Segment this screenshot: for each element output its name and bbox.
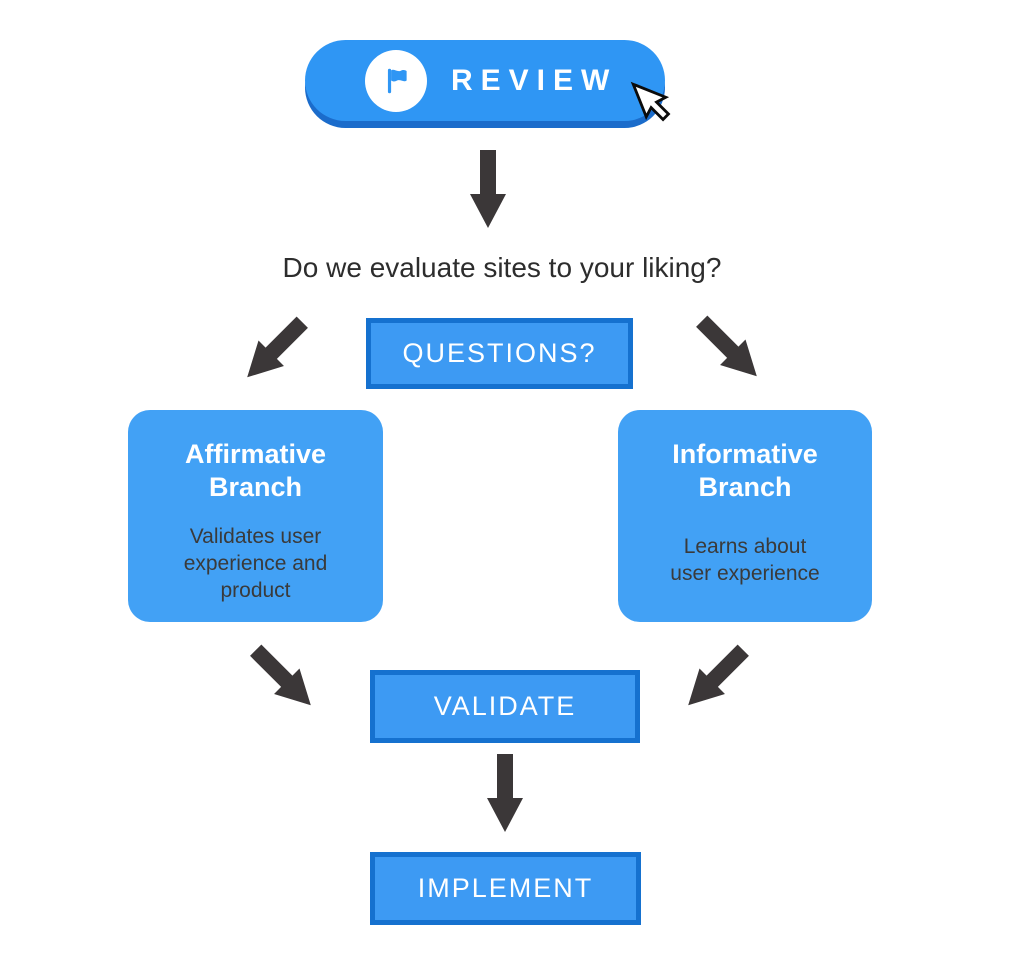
arrow-down-icon — [469, 150, 507, 233]
arrow-down-left-icon — [230, 309, 316, 395]
affirmative-branch-description: Validates user experience and product — [183, 524, 328, 602]
affirmative-branch-title: Affirmative Branch — [184, 439, 327, 502]
flag-icon — [365, 49, 427, 112]
review-button[interactable]: REVIEW — [305, 40, 665, 121]
cursor-icon — [630, 81, 682, 138]
questions-node-label: QUESTIONS? — [402, 338, 597, 368]
arrow-down-icon — [486, 753, 524, 838]
informative-branch-description: Learns about user experience — [670, 534, 820, 585]
questions-node: QUESTIONS? — [366, 318, 633, 389]
arrow-down-right-icon — [242, 637, 328, 723]
affirmative-branch-box: Affirmative Branch Validates user experi… — [128, 410, 383, 622]
informative-branch-box: Informative Branch Learns about user exp… — [618, 410, 872, 622]
arrow-down-left-icon — [671, 637, 757, 723]
validate-node-label: VALIDATE — [433, 691, 577, 721]
implement-node: IMPLEMENT — [370, 852, 641, 925]
validate-node: VALIDATE — [370, 670, 640, 743]
implement-node-label: IMPLEMENT — [417, 873, 594, 903]
arrow-down-right-icon — [688, 308, 774, 394]
review-button-label: REVIEW — [451, 63, 618, 97]
informative-branch-title: Informative Branch — [672, 439, 818, 502]
question-text: Do we evaluate sites to your liking? — [282, 252, 722, 283]
